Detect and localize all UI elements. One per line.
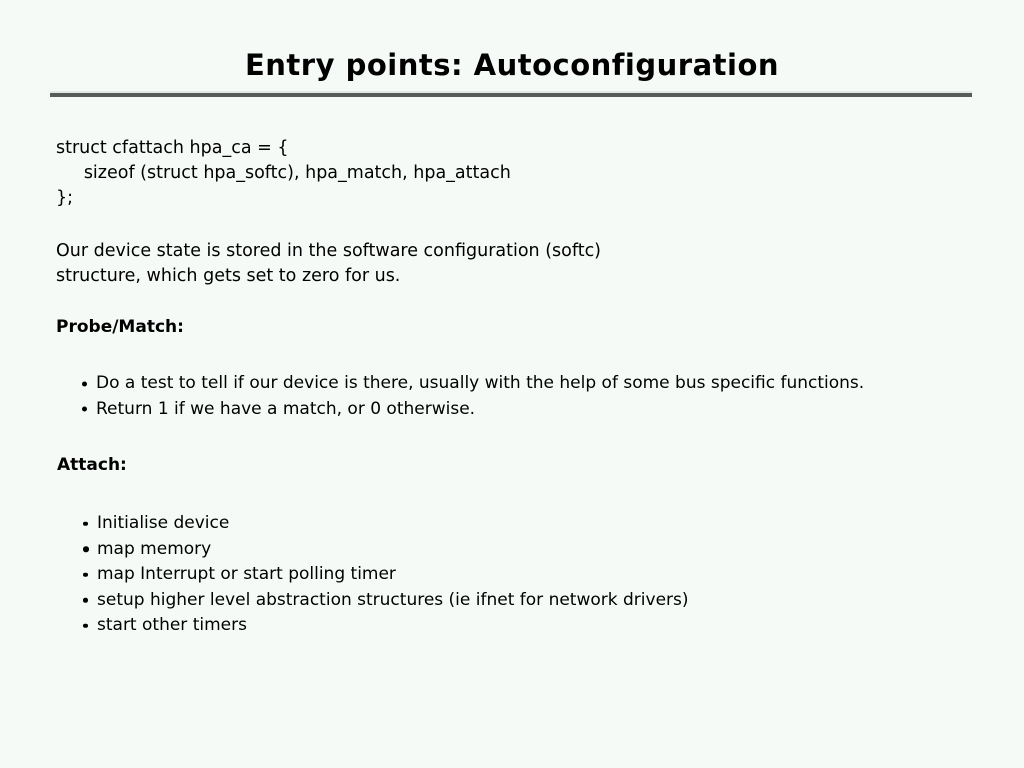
section-heading-probe-match: Probe/Match: (56, 317, 184, 337)
list-item-label: start other timers (97, 615, 247, 635)
bullet-dot-icon (83, 598, 88, 603)
list-item: Initialise device (83, 511, 689, 537)
list-item: map memory (83, 537, 689, 563)
list-item: Return 1 if we have a match, or 0 otherw… (82, 397, 864, 423)
list-item-label: Return 1 if we have a match, or 0 otherw… (96, 398, 476, 419)
title-divider (50, 91, 972, 97)
list-item-label: map Interrupt or start polling timer (97, 564, 396, 584)
bullet-dot-icon (82, 381, 87, 387)
bullet-dot-icon (83, 546, 89, 552)
code-snippet: struct cfattach hpa_ca = { sizeof (struc… (56, 138, 511, 208)
bullet-dot-icon (83, 623, 88, 628)
list-item: start other timers (83, 613, 689, 639)
probe-match-bullet-list: Do a test to tell if our device is there… (82, 371, 864, 422)
list-item-label: map memory (97, 538, 212, 559)
bullet-dot-icon (83, 521, 88, 526)
page-title: Entry points: Autoconfiguration (244, 48, 780, 82)
bullet-dot-icon (83, 572, 88, 577)
intro-paragraph-line-2: structure, which gets set to zero for us… (56, 266, 401, 286)
intro-paragraph: Our device state is stored in the softwa… (56, 239, 601, 289)
list-item: Do a test to tell if our device is there… (82, 371, 864, 397)
list-item-label: Do a test to tell if our device is there… (96, 373, 865, 393)
list-item: setup higher level abstraction structure… (83, 588, 689, 614)
list-item: map Interrupt or start polling timer (83, 562, 689, 588)
attach-bullet-list: Initialise device map memory map Interru… (83, 511, 689, 639)
list-item-label: setup higher level abstraction structure… (97, 589, 689, 610)
list-item-label: Initialise device (97, 513, 230, 533)
section-heading-attach: Attach: (57, 455, 127, 475)
bullet-dot-icon (82, 406, 87, 412)
intro-paragraph-line-1: Our device state is stored in the softwa… (56, 241, 602, 261)
